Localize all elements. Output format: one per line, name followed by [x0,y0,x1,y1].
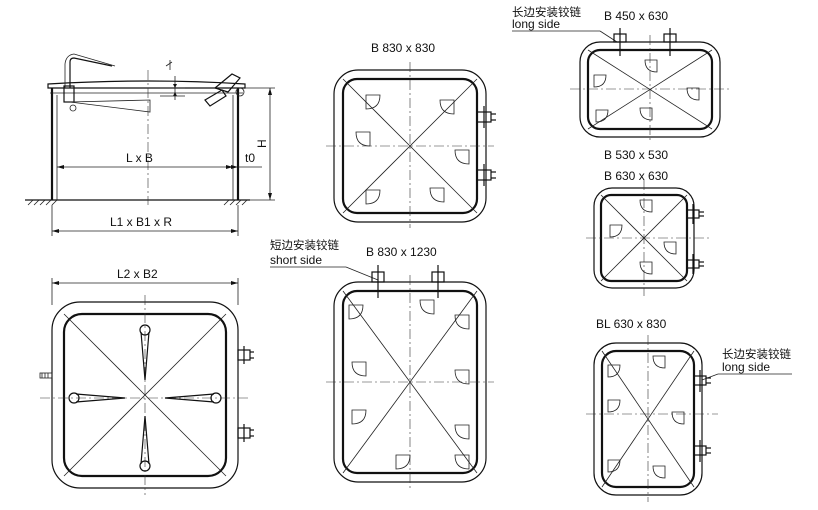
variant-bl630x830: BL 630 x 830 长边安装铰链 long side [586,317,792,502]
plan-dim-label: L2 x B2 [117,267,158,281]
variant-530-630: B 530 x 530 B 630 x 630 [586,148,712,296]
long-side-en-note-bottom: long side [722,360,770,374]
section-view: L x B t0 H L1 x B1 x R [25,53,275,236]
variant-830x830: B 830 x 830 [326,41,496,228]
long-side-en-note-top: long side [512,17,560,31]
variant-830x1230-label: B 830 x 1230 [366,245,437,259]
long-side-cn-note-top: 长边安装铰链 [512,5,581,19]
dim-height-label: H [255,139,269,148]
dim-inner-label: L x B [126,151,153,165]
dim-outer-label: L1 x B1 x R [110,215,172,229]
variant-bl630x830-label: BL 630 x 830 [596,317,667,331]
variant-830x830-label: B 830 x 830 [371,41,435,55]
dim-thickness-label: t0 [245,151,255,165]
variant-450x630-label: B 450 x 630 [604,9,668,23]
variant-630x630-label: B 630 x 630 [604,169,668,183]
short-side-en-note: short side [270,253,322,267]
plan-view: L2 x B2 [39,267,254,495]
long-side-cn-note-bottom: 长边安装铰链 [722,347,791,361]
variant-530x530-label: B 530 x 530 [604,148,668,162]
variant-450x630: 长边安装铰链 long side B 450 x 630 [512,5,730,143]
short-side-cn-note: 短边安装铰链 [270,238,339,252]
variant-830x1230: 短边安装铰链 short side B 830 x 1230 [270,238,494,490]
